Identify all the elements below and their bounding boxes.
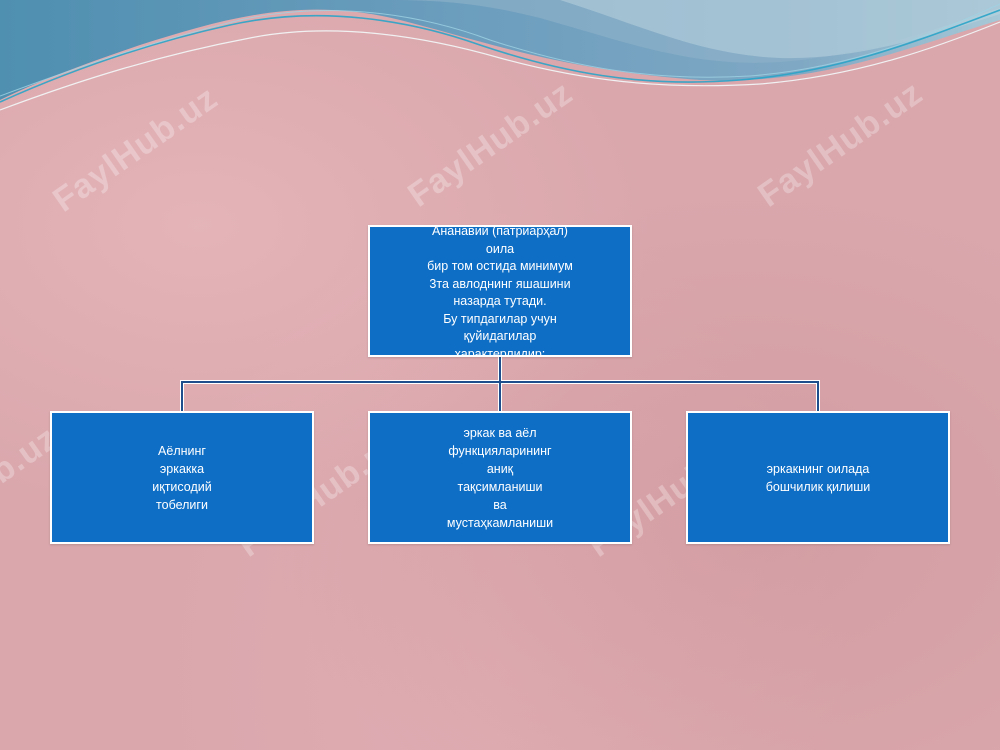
wave-line-3 [0,3,1000,97]
wave-line-2 [0,21,1000,111]
top-wave-highlight [560,0,1000,59]
child-node-2-text: эркак ва аёл функцияларининг аниқ тақсим… [446,425,554,530]
child-node-2: эркак ва аёл функцияларининг аниқ тақсим… [368,411,632,544]
child-node-1-text: Аёлнинг эркакка иқтисодий тобелиги [152,443,212,512]
child-node-3-text: эркакнинг оилада бошчилик қилиши [765,461,871,494]
child-node-1: Аёлнинг эркакка иқтисодий тобелиги [50,411,314,544]
wave-line-1 [0,9,1000,103]
child-node-3: эркакнинг оилада бошчилик қилиши [686,411,950,544]
root-node: Ананавий (патриарҳал) оила бир том остид… [368,225,632,357]
root-node-text: Ананавий (патриарҳал) оила бир том остид… [427,225,573,357]
